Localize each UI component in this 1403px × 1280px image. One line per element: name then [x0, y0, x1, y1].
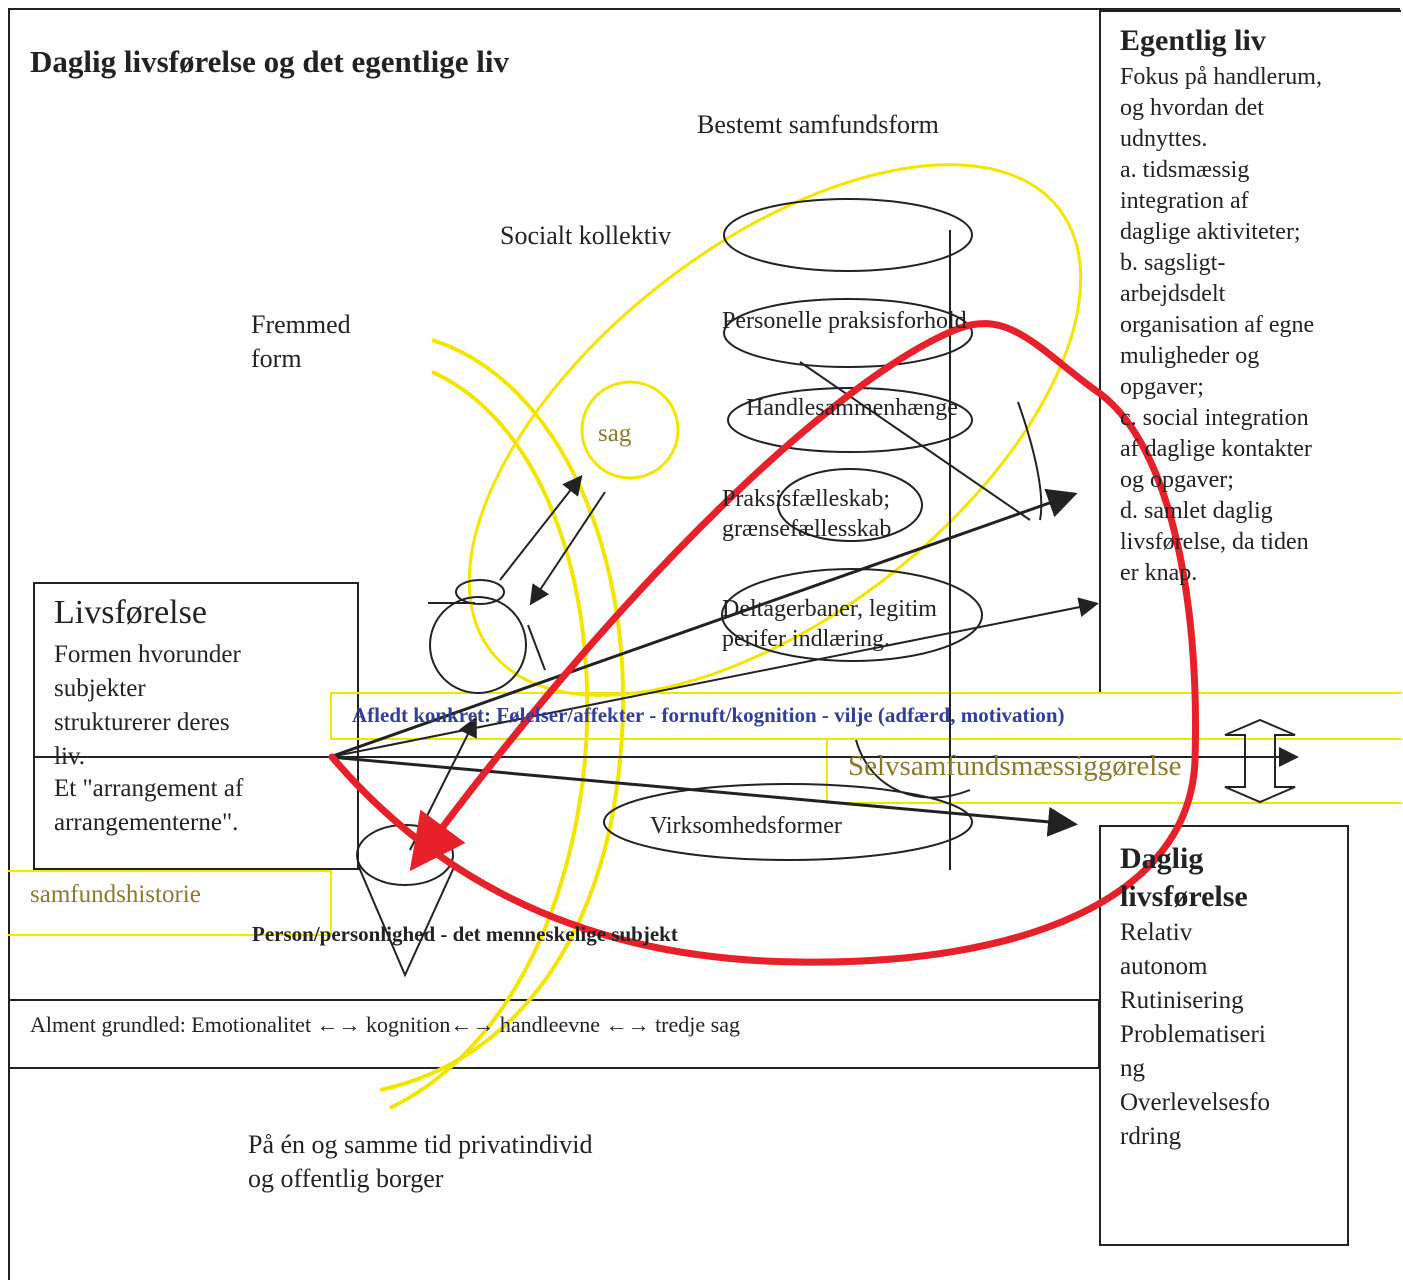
samfundshistorie-box [8, 870, 332, 936]
egentlig-liv-body: Fokus på handlerum, og hvordan det udnyt… [1120, 64, 1322, 586]
livsforelse-box [33, 582, 359, 870]
yellow-shapes [379, 163, 1083, 1110]
selv-arc [855, 739, 971, 799]
label-praksisfaelleskab: Praksisfælleskab; grænsefællesskab [722, 486, 892, 542]
person-side [527, 624, 546, 671]
label-personelle: Personelle praksisforhold [722, 308, 967, 334]
livsforelse-body: Formen hvorunder subjekter strukturerer … [54, 641, 241, 770]
virksomhedsformer-ellipse [603, 783, 973, 861]
label-socialt-kollektiv: Socialt kollektiv [500, 221, 672, 250]
black-shapes [33, 198, 1299, 978]
fremmed-form-arc-outer [379, 338, 625, 1092]
privat-offentlig-text: På én og samme tid privatindivid og offe… [248, 1130, 593, 1193]
label-virksomhedsformer: Virksomhedsformer [650, 813, 842, 839]
personelle-ellipse [723, 298, 973, 368]
handlesammenhaenge-ellipse [727, 387, 973, 453]
egentlig-liv-heading: Egentlig liv [1120, 24, 1266, 57]
person-cone [357, 864, 456, 978]
label-deltagerbaner: Deltagerbaner, legitim perifer indlæring… [722, 596, 937, 652]
selvsamfundsmaessiggorelse-text: Selvsamfundsmæssiggørelse [848, 750, 1182, 782]
page-title: Daglig livsførelse og det egentlige liv [30, 44, 509, 79]
deltagerbaner-ellipse [721, 568, 983, 662]
daglig-livsforelse-box [1099, 825, 1349, 1246]
label-sag: sag [598, 420, 632, 447]
praksisfaelleskab-ellipse [777, 468, 923, 542]
person-label: Person/personlighed - det menneskelige s… [252, 922, 678, 946]
selvsamfundsmaessiggorelse-box [826, 738, 1402, 804]
afledt-konkret-text: Afledt konkret: Følelser/affekter - forn… [352, 703, 1065, 727]
label-bestemt-samfundsform: Bestemt samfundsform [697, 110, 939, 139]
person-head [429, 596, 527, 694]
label-fremmed-form: Fremmed form [251, 310, 351, 373]
arrow-to-sag [499, 474, 583, 581]
samfundsform-ellipse [723, 198, 973, 272]
social-collective-ellipse [467, 163, 1083, 697]
label-handlesammenhaenge: Handlesammenhænge [746, 395, 958, 421]
daglig-livsforelse-heading: Daglig livsførelse [1120, 842, 1248, 913]
red-loop [328, 320, 1199, 966]
red-loop-path [328, 320, 1199, 966]
outer-frame [8, 8, 1400, 1280]
fremmed-form-arc-inner [389, 370, 590, 1110]
arrow-from-sag [529, 491, 606, 606]
daglig-livsforelse-body: Relativ autonom Rutinisering Problematis… [1120, 919, 1270, 1150]
double-arrow [1224, 718, 1296, 804]
sag-circle [580, 380, 680, 480]
alment-grundled-text: Alment grundled: Emotionalitet ←→ kognit… [30, 1012, 740, 1037]
person-halo [455, 579, 505, 605]
fan-arrow-virksomhed [329, 755, 1078, 837]
fan-arrow-deltager [329, 597, 1099, 758]
alment-grundled-box [8, 999, 1100, 1069]
livsforelse-extra: Et "arrangement af arrangementerne". [54, 775, 244, 836]
samfundshistorie-text: samfundshistorie [30, 881, 201, 908]
cone-right-edge [1017, 401, 1043, 521]
livsforelse-heading: Livsførelse [54, 594, 207, 631]
fan-arrow-egentlig [329, 488, 1078, 759]
cone-diagonal [799, 361, 1031, 521]
